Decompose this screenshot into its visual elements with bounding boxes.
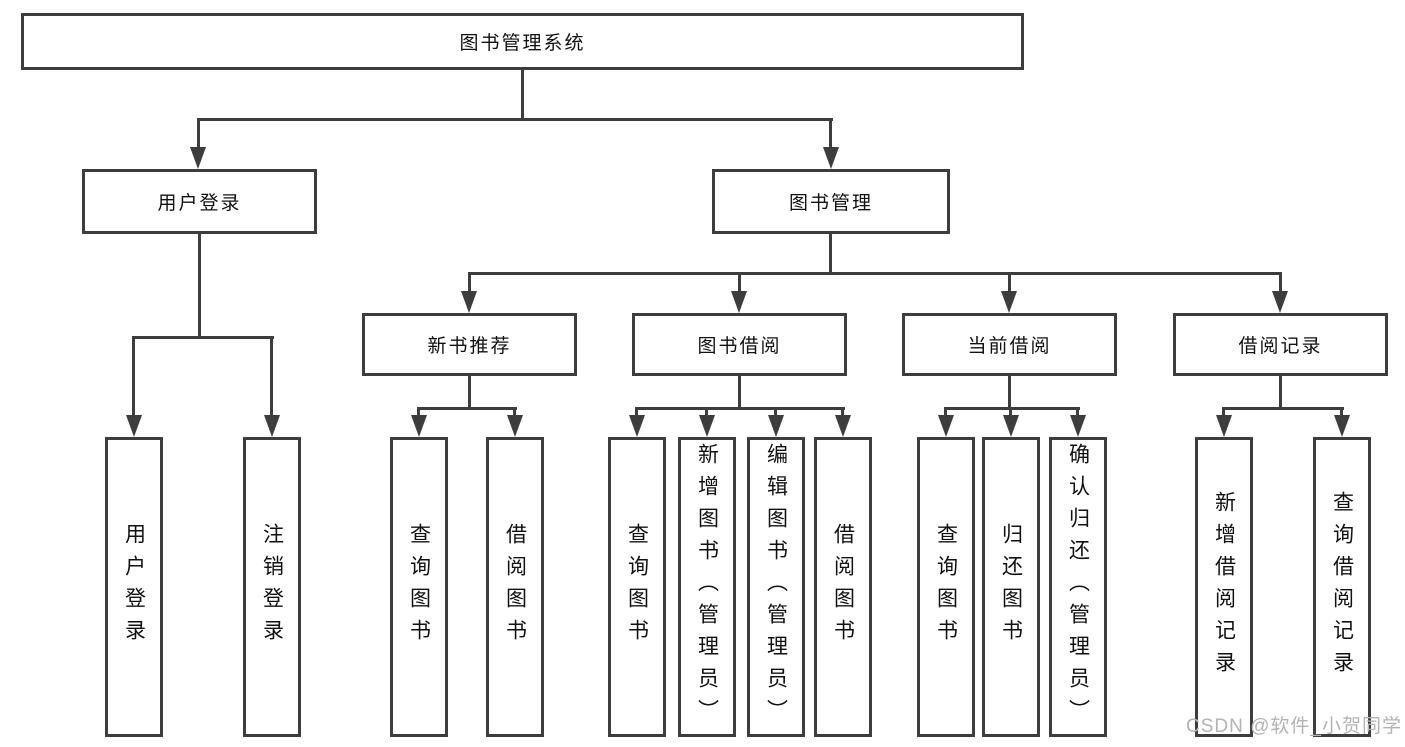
connector-stub [417, 407, 420, 422]
connector-branch [417, 407, 517, 410]
connector-stub [1222, 407, 1225, 422]
connector-stub [1340, 407, 1343, 422]
leaf-query-books-2: 查询图书 [608, 437, 666, 737]
connector-stub [468, 272, 471, 297]
arrow-down-icon [264, 415, 280, 437]
leaf-borrow-books-2: 借阅图书 [814, 437, 872, 737]
arrow-down-icon [629, 415, 645, 437]
connector-user-login-stem [198, 234, 201, 336]
node-book-management-label: 图书管理 [788, 193, 873, 214]
node-label: 图书借阅 [697, 336, 782, 357]
arrow-down-icon [731, 291, 747, 313]
arrow-down-icon [507, 415, 523, 437]
arrow-down-icon [1334, 415, 1350, 437]
leaf-label: 新增借阅记录 [1212, 491, 1236, 683]
connector-stub [738, 272, 741, 297]
arrow-down-icon [461, 291, 477, 313]
connector-stub [1279, 272, 1282, 297]
node-label: 新书推荐 [427, 336, 512, 357]
node-root: 图书管理系统 [21, 13, 1024, 70]
leaf-query-books-1: 查询图书 [390, 437, 448, 737]
arrow-down-icon [835, 415, 851, 437]
connector-stub [705, 407, 708, 422]
connector-stem [738, 376, 741, 407]
leaf-confirm-return-admin: 确认归还（管理员） [1049, 437, 1107, 737]
leaf-label: 借阅图书 [503, 523, 527, 651]
leaf-return-books: 归还图书 [982, 437, 1040, 737]
connector-user-login-branch [132, 336, 274, 339]
arrow-down-icon [938, 415, 954, 437]
leaf-edit-books-admin: 编辑图书（管理员） [747, 437, 805, 737]
connector-book-mgmt-branch [468, 272, 1282, 275]
arrow-down-icon [1070, 415, 1086, 437]
connector-stem [1008, 376, 1011, 407]
connector-stub [1009, 407, 1012, 422]
connector-stub [635, 407, 638, 422]
leaf-label: 编辑图书（管理员） [764, 443, 788, 731]
leaf-query-borrow-record: 查询借阅记录 [1313, 437, 1371, 737]
leaf-label: 确认归还（管理员） [1066, 443, 1090, 731]
connector-stub [841, 407, 844, 422]
csdn-watermark: CSDN @软件_小贺同学 [1186, 716, 1402, 737]
arrow-down-icon [1003, 415, 1019, 437]
node-book-borrow: 图书借阅 [632, 313, 847, 376]
arrow-down-icon [411, 415, 427, 437]
leaf-label: 用户登录 [122, 523, 146, 651]
arrow-down-icon [1001, 291, 1017, 313]
connector-stub [829, 118, 832, 152]
connector-stem [1279, 376, 1282, 407]
arrow-down-icon [699, 415, 715, 437]
arrow-down-icon [1216, 415, 1232, 437]
connector-branch [1222, 407, 1344, 410]
connector-stub [774, 407, 777, 422]
leaf-label: 归还图书 [999, 523, 1023, 651]
leaf-label: 查询借阅记录 [1330, 491, 1354, 683]
node-root-label: 图书管理系统 [459, 33, 586, 54]
arrow-down-icon [768, 415, 784, 437]
arrow-down-icon [126, 415, 142, 437]
node-new-book-recommend: 新书推荐 [362, 313, 577, 376]
leaf-label: 借阅图书 [831, 523, 855, 651]
leaf-user-login: 用户登录 [105, 437, 163, 737]
connector-stub [1076, 407, 1079, 422]
leaf-label: 注销登录 [260, 523, 284, 651]
node-label: 借阅记录 [1238, 336, 1323, 357]
connector-branch [944, 407, 1080, 410]
node-book-management: 图书管理 [712, 169, 950, 234]
leaf-label: 查询图书 [407, 523, 431, 651]
arrow-down-icon [1272, 291, 1288, 313]
leaf-add-books-admin: 新增图书（管理员） [678, 437, 736, 737]
node-user-login-label: 用户登录 [157, 193, 242, 214]
leaf-label: 查询图书 [934, 523, 958, 651]
connector-book-mgmt-stem [829, 234, 832, 272]
node-current-borrow: 当前借阅 [902, 313, 1117, 376]
connector-stub [132, 336, 135, 422]
connector-stub [270, 336, 273, 422]
leaf-label: 查询图书 [625, 523, 649, 651]
connector-stub [197, 118, 200, 152]
connector-root-stem [521, 68, 524, 118]
connector-stub [944, 407, 947, 422]
node-borrow-records: 借阅记录 [1173, 313, 1388, 376]
leaf-borrow-books-1: 借阅图书 [486, 437, 544, 737]
connector-stem [468, 376, 471, 407]
connector-stub [1008, 272, 1011, 297]
arrow-down-icon [823, 147, 839, 169]
node-label: 当前借阅 [967, 336, 1052, 357]
arrow-down-icon [190, 147, 206, 169]
connector-branch [635, 407, 845, 410]
connector-stub [513, 407, 516, 422]
leaf-logout: 注销登录 [243, 437, 301, 737]
leaf-add-borrow-record: 新增借阅记录 [1195, 437, 1253, 737]
node-user-login: 用户登录 [82, 169, 317, 234]
connector-root-branch [197, 118, 833, 121]
leaf-label: 新增图书（管理员） [695, 443, 719, 731]
leaf-query-books-3: 查询图书 [917, 437, 975, 737]
